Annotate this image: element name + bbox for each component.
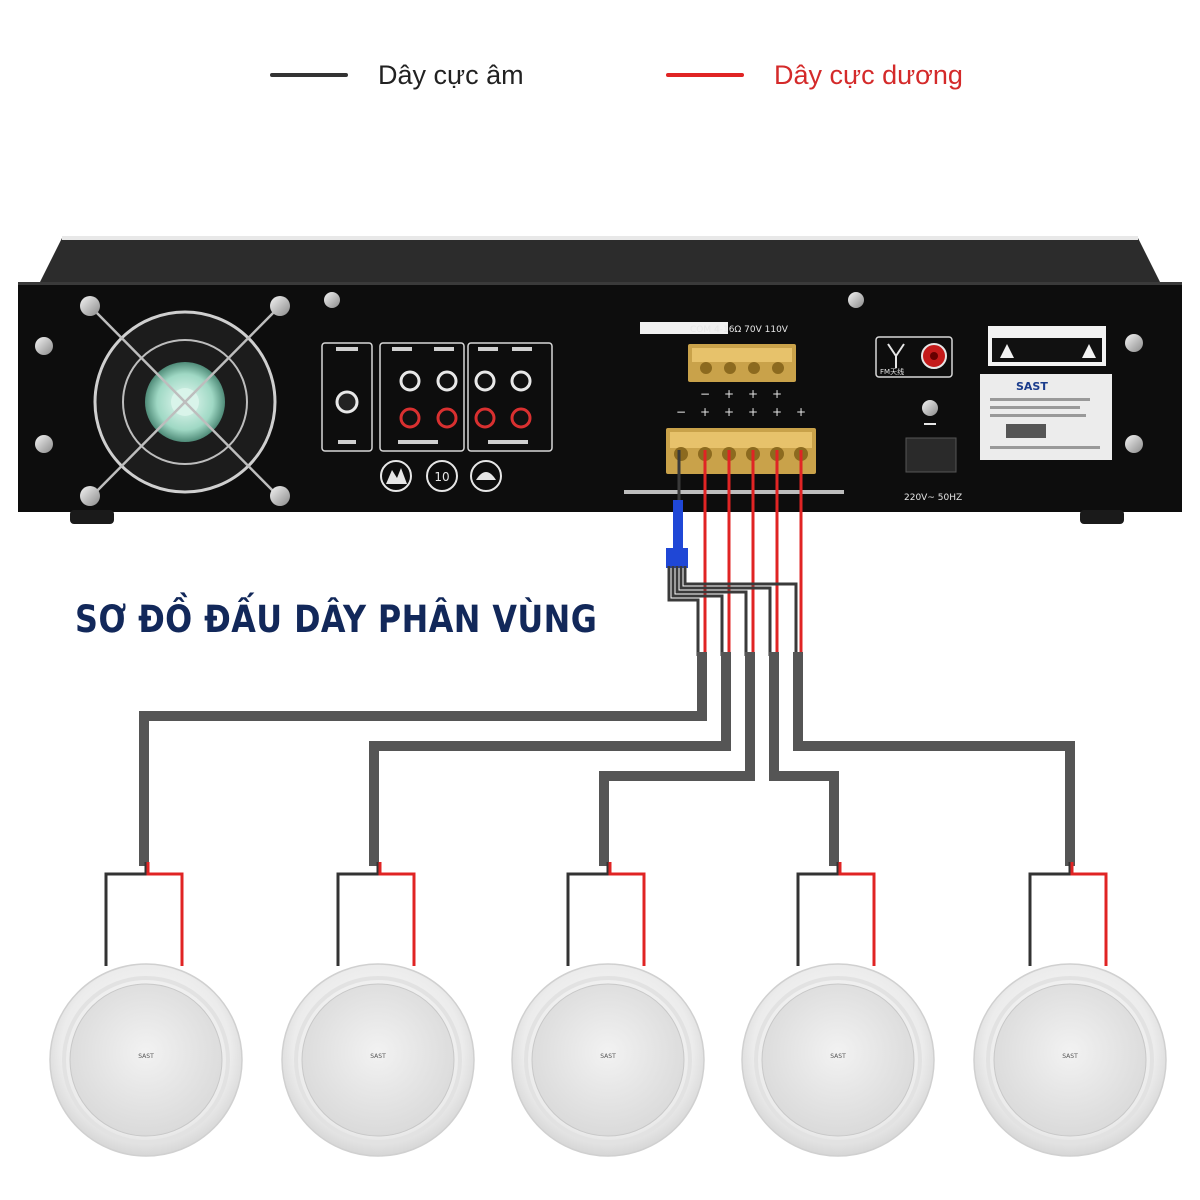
audio-input-section — [321, 342, 553, 452]
legend-positive-label: Dây cực dương — [774, 59, 963, 90]
speaker-grille — [531, 983, 685, 1137]
speaker-brand: SAST — [1062, 1053, 1078, 1060]
volume-badge: 10 — [434, 470, 449, 484]
screw — [35, 292, 1143, 453]
power-label: 220V~ 50HZ — [904, 493, 962, 503]
legend-negative-wire: Dây cực âm — [270, 50, 524, 100]
positive-wire — [608, 862, 646, 966]
positive-wire — [378, 862, 416, 966]
spec-label: SAST — [980, 374, 1112, 460]
diagram-title: SƠ ĐỒ ĐẤU DÂY PHÂN VÙNG — [75, 598, 598, 641]
speaker-4: SAST — [741, 862, 935, 1157]
positive-wire — [838, 862, 876, 966]
legend-negative-label: Dây cực âm — [378, 59, 524, 90]
zone-cables — [139, 652, 1075, 866]
amplifier-rear-panel: 10 COM 4-16Ω 70V 110V −+ ++ −+ ++ ++ — [18, 236, 1182, 524]
certification-icons: 10 — [380, 460, 502, 492]
speaker-2: SAST — [281, 862, 475, 1157]
cooling-fan — [80, 296, 290, 506]
svg-text:+: + — [700, 405, 710, 419]
speakers: SAST SAST SAST SAST SAST — [49, 862, 1167, 1157]
wire-harness — [666, 450, 803, 656]
speaker-5: SAST — [973, 862, 1167, 1157]
warning-label — [988, 326, 1106, 366]
svg-text:+: + — [748, 405, 758, 419]
speaker-brand: SAST — [830, 1053, 846, 1060]
speaker-1: SAST — [49, 862, 243, 1157]
speaker-ring — [986, 976, 1154, 1144]
speaker-ring — [524, 976, 692, 1144]
legend: Dây cực âm Dây cực dương — [0, 50, 1200, 110]
speaker-brand: SAST — [600, 1053, 616, 1060]
positive-wire — [1070, 862, 1108, 966]
speaker-grille — [301, 983, 455, 1137]
ground-terminal — [922, 400, 938, 425]
positive-wire-swatch — [666, 73, 744, 77]
svg-text:−: − — [700, 387, 710, 401]
svg-text:+: + — [772, 405, 782, 419]
negative-wire — [796, 862, 840, 966]
speaker-output-terminals: COM 4-16Ω 70V 110V −+ ++ −+ ++ ++ — [624, 322, 844, 494]
svg-text:+: + — [748, 387, 758, 401]
fm-antenna-port: FM天线 — [875, 336, 953, 378]
negative-wire — [1028, 862, 1072, 966]
power-socket — [905, 437, 957, 473]
rca-jack — [399, 370, 532, 429]
speaker-ring — [754, 976, 922, 1144]
svg-text:+: + — [796, 405, 806, 419]
speaker-3: SAST — [511, 862, 705, 1157]
negative-wire — [566, 862, 610, 966]
svg-text:+: + — [772, 387, 782, 401]
brand-label: SAST — [1016, 380, 1048, 393]
svg-text:−: − — [676, 405, 686, 419]
speaker-ring — [294, 976, 462, 1144]
fm-label: FM天线 — [880, 367, 904, 376]
speaker-grille — [761, 983, 915, 1137]
positive-wire — [146, 862, 184, 966]
negative-wire — [336, 862, 380, 966]
speaker-grille — [69, 983, 223, 1137]
legend-positive-wire: Dây cực dương — [666, 50, 963, 100]
speaker-ring — [62, 976, 230, 1144]
speaker-grille — [993, 983, 1147, 1137]
output-label: COM 4-16Ω 70V 110V — [690, 325, 789, 335]
speaker-brand: SAST — [138, 1053, 154, 1060]
negative-wire — [104, 862, 148, 966]
svg-text:+: + — [724, 405, 734, 419]
speaker-brand: SAST — [370, 1053, 386, 1060]
negative-wire-swatch — [270, 73, 348, 77]
svg-text:+: + — [724, 387, 734, 401]
